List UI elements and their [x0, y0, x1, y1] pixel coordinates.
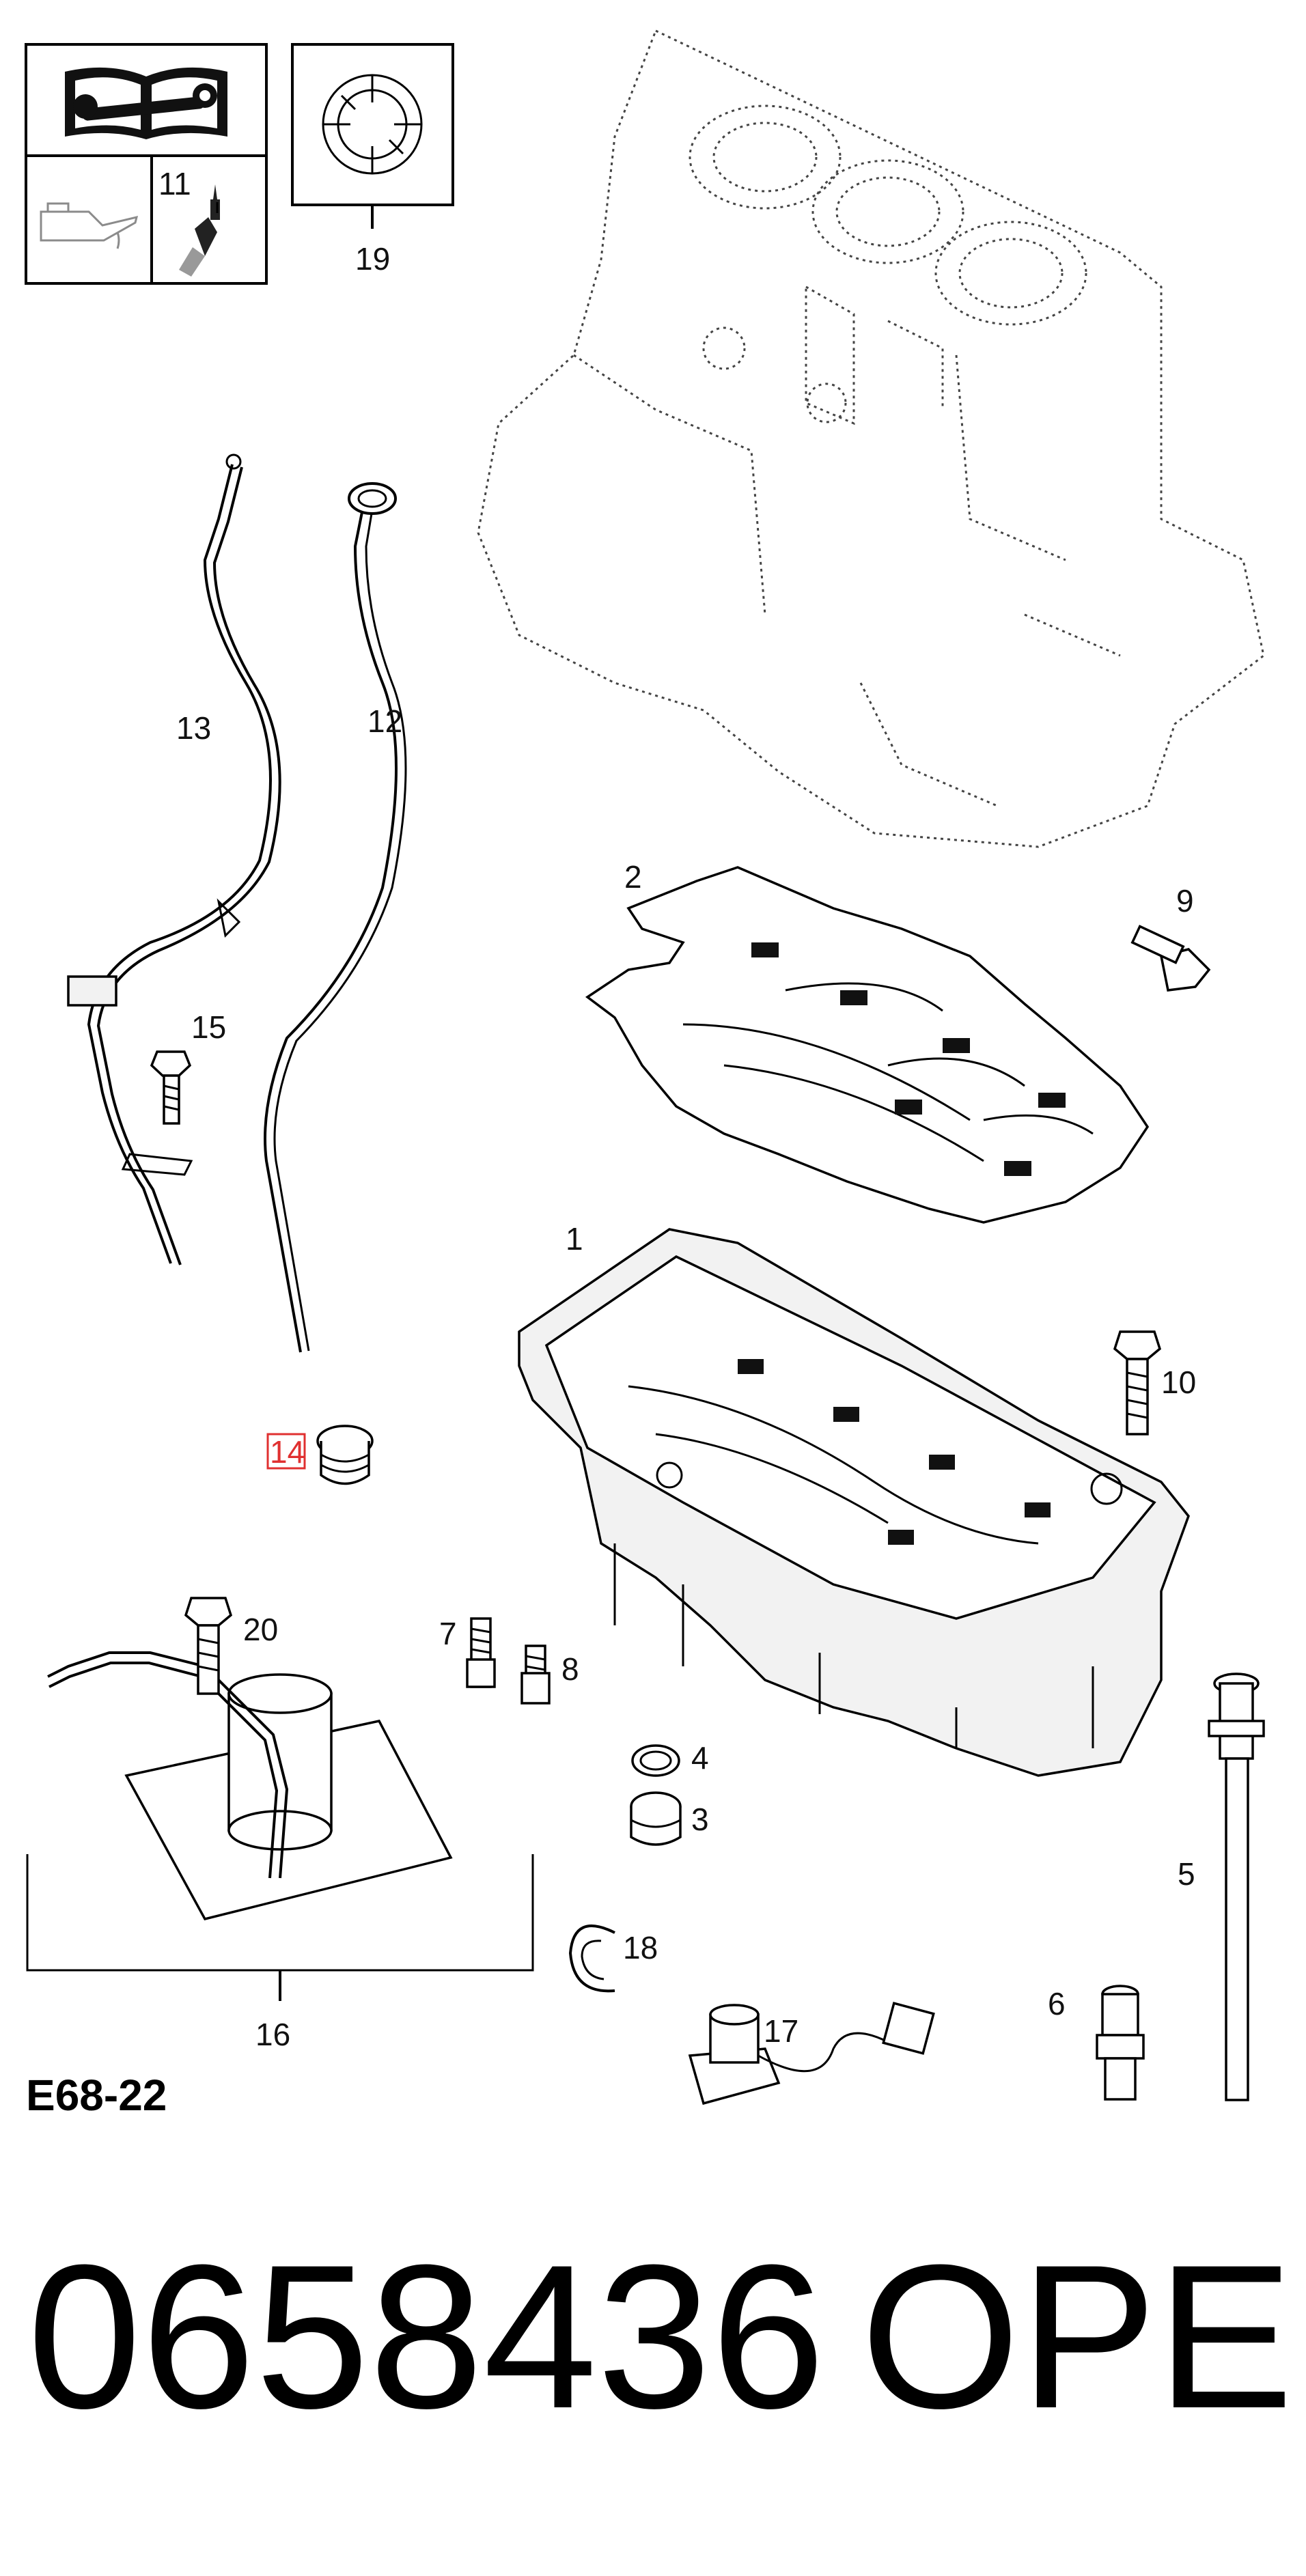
callout-14: 14 — [270, 1434, 305, 1470]
fitting-6 — [1096, 1985, 1145, 2101]
callout-8: 8 — [561, 1651, 579, 1687]
callout-12: 12 — [367, 703, 402, 739]
bolt-15 — [150, 1050, 192, 1125]
callout-3: 3 — [691, 1802, 709, 1837]
callout-6: 6 — [1048, 1986, 1066, 2021]
callout-7: 7 — [439, 1616, 457, 1651]
dipstick-guide-tube — [67, 453, 281, 1265]
plug-14 — [316, 1425, 374, 1485]
callout-10: 10 — [1161, 1364, 1196, 1400]
part-number: 0658436 — [27, 2222, 825, 2451]
legend-panel — [25, 43, 454, 285]
callout-5: 5 — [1178, 1856, 1195, 1892]
callout-14-highlighted: 14 — [266, 1433, 306, 1470]
clip-ring-icon — [322, 74, 423, 175]
bolt-7 — [466, 1617, 496, 1688]
callout-18: 18 — [623, 1930, 658, 1965]
oil-pan — [518, 1228, 1190, 1777]
callout-1: 1 — [566, 1221, 583, 1257]
drain-plug-3 — [630, 1791, 682, 1846]
callout-2: 2 — [624, 859, 642, 895]
clip-18 — [568, 1924, 615, 1993]
bolt-20 — [184, 1597, 233, 1695]
oil-level-sensor-17 — [688, 2002, 935, 2105]
sealant-tube-icon — [179, 184, 220, 277]
oil-can-icon — [40, 202, 139, 249]
brand-name: OPEL — [861, 2222, 1306, 2451]
callout-15: 15 — [191, 1009, 226, 1045]
diagram-code: E68-22 — [26, 2071, 167, 2120]
callout-9: 9 — [1176, 883, 1194, 919]
bolt-8 — [520, 1644, 551, 1705]
callout-19: 19 — [355, 241, 390, 277]
bolt-9 — [1130, 925, 1211, 992]
oil-pan-baffle — [585, 866, 1150, 1224]
special-tool-16 — [26, 1651, 534, 2001]
callout-20: 20 — [243, 1612, 278, 1647]
callout-17: 17 — [764, 2013, 798, 2049]
oil-dipstick — [264, 482, 407, 1353]
bolt-10 — [1113, 1330, 1162, 1436]
engine-block-reference — [477, 29, 1265, 848]
sealing-ring-4 — [631, 1744, 680, 1777]
callout-4: 4 — [691, 1740, 709, 1776]
callout-13: 13 — [176, 710, 211, 746]
oil-pipe-5 — [1208, 1672, 1265, 2101]
callout-11: 11 — [158, 166, 191, 201]
callout-labels: 11 19 13 12 15 2 9 1 10 14 20 7 8 4 3 5 … — [158, 166, 1196, 2052]
manual-book-wrench-icon — [65, 67, 227, 139]
callout-16: 16 — [255, 2017, 290, 2052]
